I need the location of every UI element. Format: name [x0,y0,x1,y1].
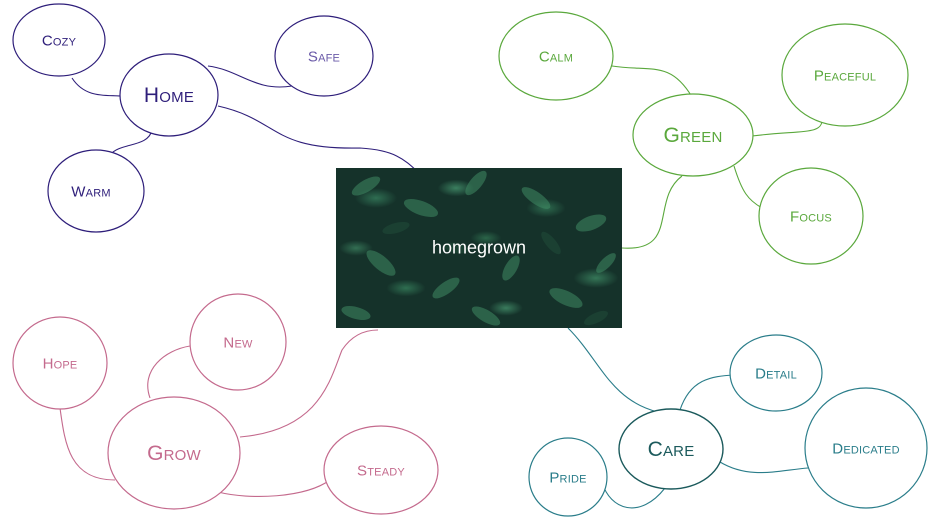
node-focus[interactable] [758,167,864,265]
connector-calm-green [611,65,693,98]
label-steady: Steady [357,462,405,480]
node-dedicated[interactable] [804,387,928,509]
green-connectors [611,65,823,249]
node-calm[interactable] [498,11,614,101]
care-connectors [567,327,809,509]
connector-home-center [217,105,419,173]
connector-warm-home [109,129,153,156]
node-pride[interactable] [528,437,608,517]
label-new: New [223,334,253,352]
label-grow-hub: Grow [147,442,201,465]
connector-green-center [621,175,683,249]
label-dedicated: Dedicated [832,440,900,458]
node-hope[interactable] [12,316,108,410]
node-grow-hub[interactable] [107,396,241,510]
label-pride: Pride [549,469,587,487]
label-hope: Hope [42,355,78,373]
label-warm: Warm [71,183,111,201]
node-new[interactable] [189,293,287,391]
node-detail[interactable] [729,334,823,412]
label-green-hub: Green [663,124,723,147]
node-home-hub[interactable] [119,53,219,137]
node-warm[interactable] [47,149,145,233]
center-image-node[interactable]: homegrown [336,168,622,328]
connector-care-center [567,327,659,413]
grow-connectors [59,329,379,498]
node-care-hub[interactable] [618,408,724,490]
label-detail: Detail [755,365,797,383]
label-safe: Safe [307,48,341,66]
connector-focus-green [733,165,763,209]
connector-detail-care [679,374,736,411]
node-cozy[interactable] [12,3,106,77]
label-focus: Focus [790,208,832,226]
node-green-hub[interactable] [632,93,754,177]
node-safe[interactable] [274,15,374,97]
connector-peaceful-green [751,119,823,137]
connector-safe-home [207,65,293,88]
label-home-hub: Home [143,84,195,107]
label-care-hub: Care [647,438,695,461]
connector-steady-grow [217,479,331,498]
label-calm: Calm [538,48,574,66]
leaf-pattern [341,170,616,326]
label-cozy: Cozy [41,32,77,50]
connector-cozy-home [71,77,121,97]
connector-hope-grow [59,407,116,481]
label-peaceful: Peaceful [813,67,877,85]
center-label: homegrown [431,237,527,258]
node-peaceful[interactable] [781,23,909,127]
connector-new-grow [147,345,191,399]
connector-dedicated-care [719,461,809,474]
connector-grow-center [239,329,379,438]
node-steady[interactable] [323,425,439,515]
